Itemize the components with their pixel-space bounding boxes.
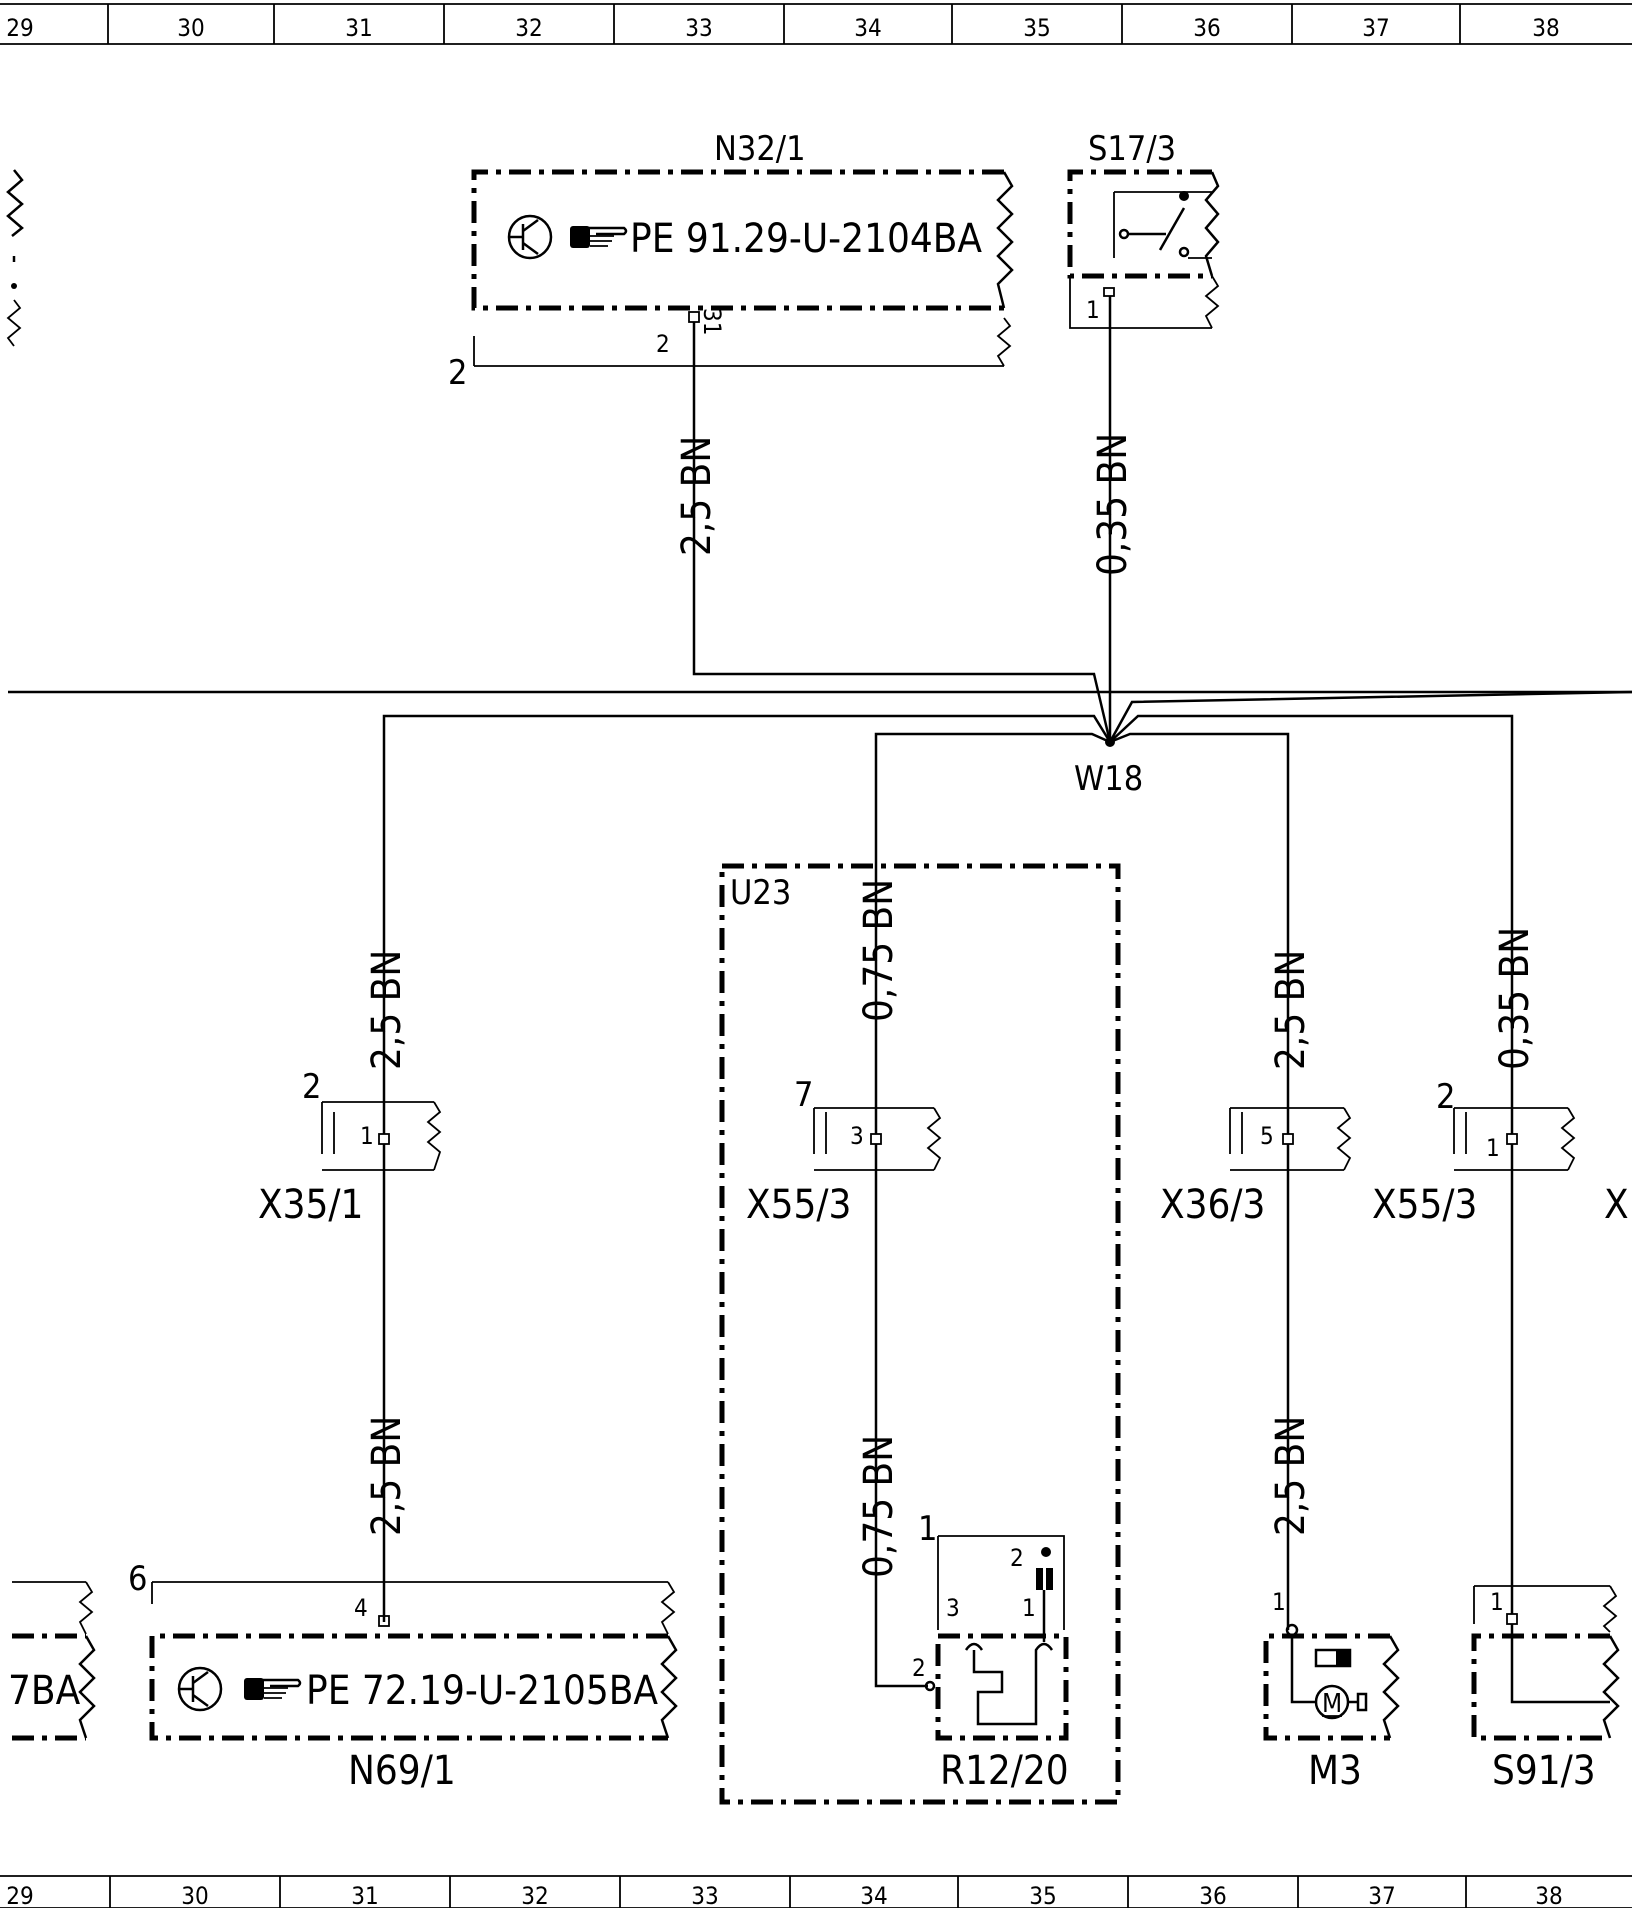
- pointing-hand-icon: [570, 226, 628, 248]
- pin3-r12-20: 3: [946, 1594, 960, 1622]
- pin-m3: 1: [1272, 1588, 1286, 1616]
- pin-x36-3: 5: [1260, 1122, 1274, 1150]
- wire-label-s17-w18: 0,35 BN: [1090, 433, 1136, 576]
- grid-number-bottom-29: 29: [6, 1882, 33, 1908]
- label-x-cut: X: [1604, 1182, 1629, 1228]
- wire-label-x36-m3: 2,5 BN: [1268, 1416, 1314, 1536]
- component-n32-1: N32/1 PE 91.29-U-2104BA 2 31 2: [448, 129, 1014, 393]
- side-x35-1: 2: [302, 1067, 321, 1107]
- wire-label-n32-w18: 2,5 BN: [674, 436, 720, 556]
- side-x55-3-b: 2: [1436, 1077, 1455, 1117]
- pin-n32-1-a: 2: [656, 330, 670, 358]
- label-s91-3: S91/3: [1492, 1748, 1596, 1794]
- pin2-r12-20: 2: [912, 1654, 926, 1682]
- wire-label-w18-x35: 2,5 BN: [364, 950, 410, 1070]
- label-u23: U23: [730, 873, 791, 913]
- side-x55-3-a: 7: [794, 1075, 813, 1115]
- wires-middle: 2,5 BN 0,75 BN 2,5 BN 0,35 BN: [364, 879, 1538, 1070]
- label-n32-1: N32/1: [714, 129, 806, 169]
- grid-number-bottom-38: 38: [1535, 1882, 1562, 1908]
- component-m3: 1 M M3: [1263, 1588, 1400, 1794]
- grid-number-bottom-35: 35: [1029, 1882, 1056, 1908]
- label-s17-3: S17/3: [1088, 129, 1176, 169]
- grid-number-top-30: 30: [177, 14, 204, 42]
- grid-number-top-37: 37: [1362, 14, 1389, 42]
- pin-s17-3: 1: [1086, 296, 1100, 324]
- pin-s91-3: 1: [1490, 1588, 1504, 1616]
- grid-number-bottom-32: 32: [521, 1882, 548, 1908]
- pin-x35-1: 1: [360, 1122, 374, 1150]
- pin1-r12-20: 1: [918, 1509, 937, 1549]
- component-x55-3-a: 7 3 X55/3: [746, 1075, 942, 1228]
- wire-label-w18-x55b: 0,35 BN: [1492, 927, 1538, 1070]
- label-x35-1: X35/1: [258, 1182, 363, 1228]
- grid-number-bottom-37: 37: [1368, 1882, 1395, 1908]
- component-x55-3-b: 2 1 X55/3 X: [1372, 1077, 1629, 1228]
- wires-upper: 2,5 BN 0,35 BN: [674, 296, 1136, 743]
- label-x36-3: X36/3: [1160, 1182, 1265, 1228]
- grid-number-top-38: 38: [1532, 14, 1559, 42]
- grid-number-bottom-30: 30: [181, 1882, 208, 1908]
- grid-number-bottom-36: 36: [1199, 1882, 1226, 1908]
- pin-n32-1-b: 31: [698, 308, 726, 335]
- wire-label-x55a-r12: 0,75 BN: [856, 1435, 902, 1578]
- component-left-cut: 7BA: [8, 1581, 96, 1741]
- grid-number-top-31: 31: [345, 14, 372, 42]
- component-s17-3: S17/3 1: [1067, 129, 1220, 329]
- grid-number-top-34: 34: [854, 14, 881, 42]
- pin-x55-3-a: 3: [850, 1122, 864, 1150]
- label-x55-3-a: X55/3: [746, 1182, 851, 1228]
- grid-number-top-33: 33: [685, 14, 712, 42]
- label-w18: W18: [1074, 759, 1143, 799]
- side-n69-1: 6: [128, 1559, 147, 1599]
- wire-label-w18-x55a: 0,75 BN: [856, 879, 902, 1022]
- component-n69-1: 6 4 PE 72.19-U-2105BA N69/1: [128, 1559, 678, 1794]
- wire-label-w18-x36: 2,5 BN: [1268, 950, 1314, 1070]
- label-r12-20: R12/20: [940, 1748, 1069, 1794]
- component-r12-20: 1 2 1 3 2 R12/20: [912, 1509, 1069, 1794]
- wire-label-x35-n69: 2,5 BN: [364, 1416, 410, 1536]
- grid-number-top-36: 36: [1193, 14, 1220, 42]
- transistor-icon: [177, 1666, 223, 1712]
- pin-c2-r12-20: 2: [1010, 1544, 1024, 1572]
- component-w18: W18: [382, 690, 1632, 1134]
- component-x36-3: 5 X36/3: [1160, 1107, 1352, 1228]
- grid-number-top-32: 32: [515, 14, 542, 42]
- ref-n32-1: PE 91.29-U-2104BA: [630, 216, 982, 262]
- ref-left-cut: 7BA: [8, 1668, 81, 1714]
- pin-n32-1-ground: 2: [448, 353, 467, 393]
- pin-n69-1: 4: [354, 1594, 368, 1622]
- grid-number-bottom-34: 34: [860, 1882, 887, 1908]
- label-n69-1: N69/1: [348, 1748, 456, 1794]
- pin-x55-3-b: 1: [1486, 1134, 1500, 1162]
- component-s91-3: 1 S91/3: [1471, 1585, 1620, 1794]
- pointing-hand-icon: [244, 1678, 302, 1700]
- component-u23: U23: [719, 863, 1121, 1805]
- ref-n69-1: PE 72.19-U-2105BA: [306, 1668, 658, 1714]
- grid-number-top-29: 29: [6, 14, 33, 42]
- grid-number-top-35: 35: [1023, 14, 1050, 42]
- motor-symbol: M: [1322, 1689, 1342, 1719]
- grid-strip-top: [0, 3, 1632, 45]
- wires-lower: 2,5 BN 0,75 BN 2,5 BN: [364, 1144, 1514, 1688]
- grid-number-bottom-33: 33: [691, 1882, 718, 1908]
- label-m3: M3: [1308, 1748, 1362, 1794]
- grid-strip-bottom: [0, 1875, 1632, 1908]
- transistor-icon: [507, 214, 553, 260]
- component-x35-1: 2 1 X35/1: [258, 1067, 442, 1228]
- grid-number-bottom-31: 31: [351, 1882, 378, 1908]
- label-x55-3-b: X55/3: [1372, 1182, 1477, 1228]
- motor-icon: M: [1290, 1636, 1368, 1720]
- left-cut-symbols: [6, 169, 24, 347]
- pin-c1-r12-20: 1: [1022, 1594, 1036, 1622]
